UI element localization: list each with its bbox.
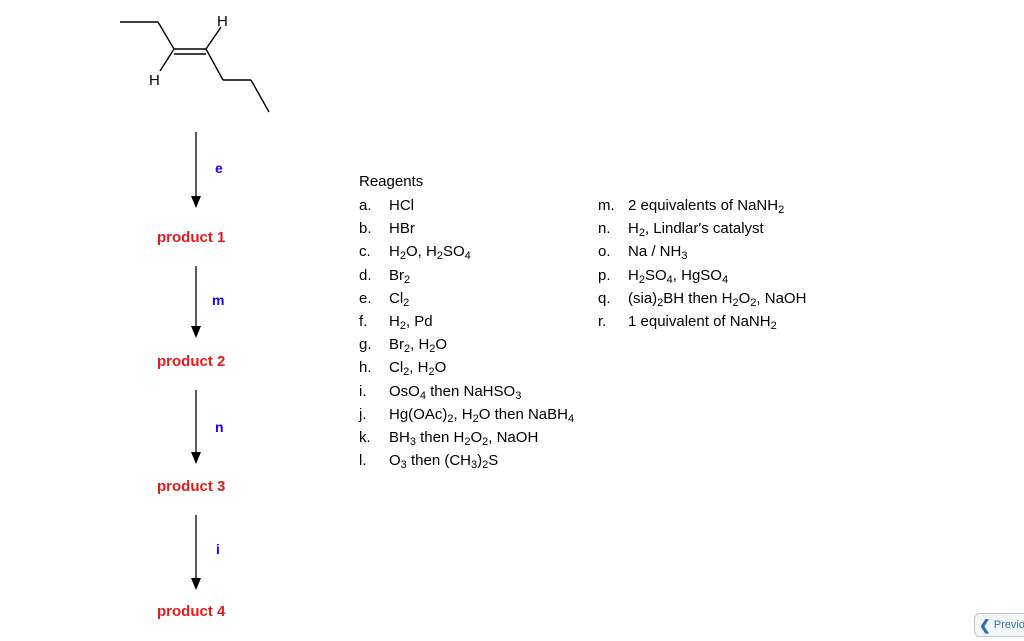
reagent-item: e. Cl2: [359, 287, 574, 310]
reagent-letter: j.: [359, 405, 367, 423]
reagent-list-right: m. 2 equivalents of NaNH2 n. H2, Lindlar's …: [598, 194, 806, 333]
alkene-structure: H H: [120, 13, 270, 113]
reagent-letter: q.: [598, 289, 611, 307]
reagent-text: H2SO4, HgSO4: [628, 266, 729, 286]
reagent-letter: a.: [359, 197, 372, 214]
hydrogen-label-top: H: [217, 13, 228, 30]
reagent-item: g. Br2, H2O: [359, 333, 574, 356]
reagent-item: d. Br2: [359, 264, 574, 287]
reagent-letter: d.: [359, 266, 372, 284]
reagent-text: O3 then (CH3)2S: [389, 452, 499, 472]
reagent-item: o. Na / NH3: [598, 240, 806, 263]
reagent-item: f. H2, Pd: [359, 310, 574, 333]
reagent-letter: i.: [359, 382, 367, 400]
reaction-arrow-2: [186, 266, 206, 338]
reagent-item: j. Hg(OAc)2, H2O then NaBH4: [359, 403, 574, 426]
reagent-item: p. H2SO4, HgSO4: [598, 264, 806, 287]
reagent-letter: m.: [598, 197, 615, 214]
reagent-list-left: a. HCl b. HBr c. H2O, H2SO4 d. Br2 e. Cl2 f. H2, Pd…: [359, 194, 574, 472]
product-4-label: product 4: [157, 603, 226, 620]
reagent-letter: l.: [359, 452, 367, 470]
reagent-text: H2O, H2SO4: [389, 243, 471, 263]
reagent-letter: p.: [598, 266, 611, 284]
reagent-text: Hg(OAc)2, H2O then NaBH4: [389, 405, 575, 425]
reagent-item: q. (sia)2BH then H2O2, NaOH: [598, 287, 806, 310]
reagent-item: k. BH3 then H2O2, NaOH: [359, 426, 574, 449]
step-label-i: i: [216, 541, 220, 557]
reagent-letter: o.: [598, 243, 611, 261]
reagent-text: HBr: [389, 220, 415, 238]
reagent-text: Br2: [389, 266, 411, 286]
previous-button[interactable]: ❮ Previous: [974, 613, 1024, 637]
step-label-n: n: [215, 419, 224, 435]
reagent-text: Na / NH3: [628, 243, 688, 263]
product-2-label: product 2: [157, 353, 226, 370]
reagent-text: (sia)2BH then H2O2, NaOH: [628, 289, 807, 309]
skeletal-bonds: [120, 21, 270, 113]
reagent-item: a. HCl: [359, 194, 574, 217]
reagent-letter: b.: [359, 220, 372, 238]
hydrogen-label-bottom: H: [149, 72, 160, 89]
reagent-item: l. O3 then (CH3)2S: [359, 449, 574, 472]
product-1-label: product 1: [157, 229, 226, 246]
reagent-letter: f.: [359, 312, 368, 330]
reagent-text: 2 equivalents of NaNH2: [628, 197, 785, 216]
reagent-text: BH3 then H2O2, NaOH: [389, 428, 539, 448]
reagent-text: Br2, H2O: [389, 336, 448, 356]
reagent-text: Cl2: [389, 289, 410, 309]
reagent-item: n. H2, Lindlar's catalyst: [598, 217, 806, 240]
reagents-title: Reagents: [359, 173, 424, 190]
reagent-text: 1 equivalent of NaNH2: [628, 312, 777, 332]
reagent-letter: c.: [359, 243, 371, 261]
reagent-item: c. H2O, H2SO4: [359, 240, 574, 263]
product-3-label: product 3: [157, 478, 226, 495]
reagent-text: H2, Pd: [389, 312, 433, 332]
reagent-letter: n.: [598, 220, 611, 238]
step-label-m: m: [212, 292, 225, 308]
reagent-item: m. 2 equivalents of NaNH2: [598, 194, 806, 217]
reagent-letter: g.: [359, 336, 372, 354]
reagent-text: H2, Lindlar's catalyst: [628, 220, 764, 240]
reagent-text: HCl: [389, 197, 414, 214]
previous-button-label: Previous: [993, 619, 1024, 631]
reagent-text: OsO4 then NaHSO3: [389, 382, 522, 402]
reagent-letter: r.: [598, 312, 607, 330]
reagent-letter: h.: [359, 359, 372, 377]
reagent-item: h. Cl2, H2O: [359, 356, 574, 379]
reagent-item: b. HBr: [359, 217, 574, 240]
reaction-arrow-1: [186, 132, 206, 208]
reagent-text: Cl2, H2O: [389, 359, 447, 379]
reaction-arrow-4: [186, 515, 206, 590]
reagent-letter: k.: [359, 428, 371, 446]
reaction-arrow-3: [186, 390, 206, 464]
reagent-item: i. OsO4 then NaHSO3: [359, 380, 574, 403]
chevron-left-icon: ❮: [979, 616, 991, 633]
step-label-e: e: [215, 160, 223, 176]
reagent-item: r. 1 equivalent of NaNH2: [598, 310, 806, 333]
reagent-letter: e.: [359, 289, 372, 307]
